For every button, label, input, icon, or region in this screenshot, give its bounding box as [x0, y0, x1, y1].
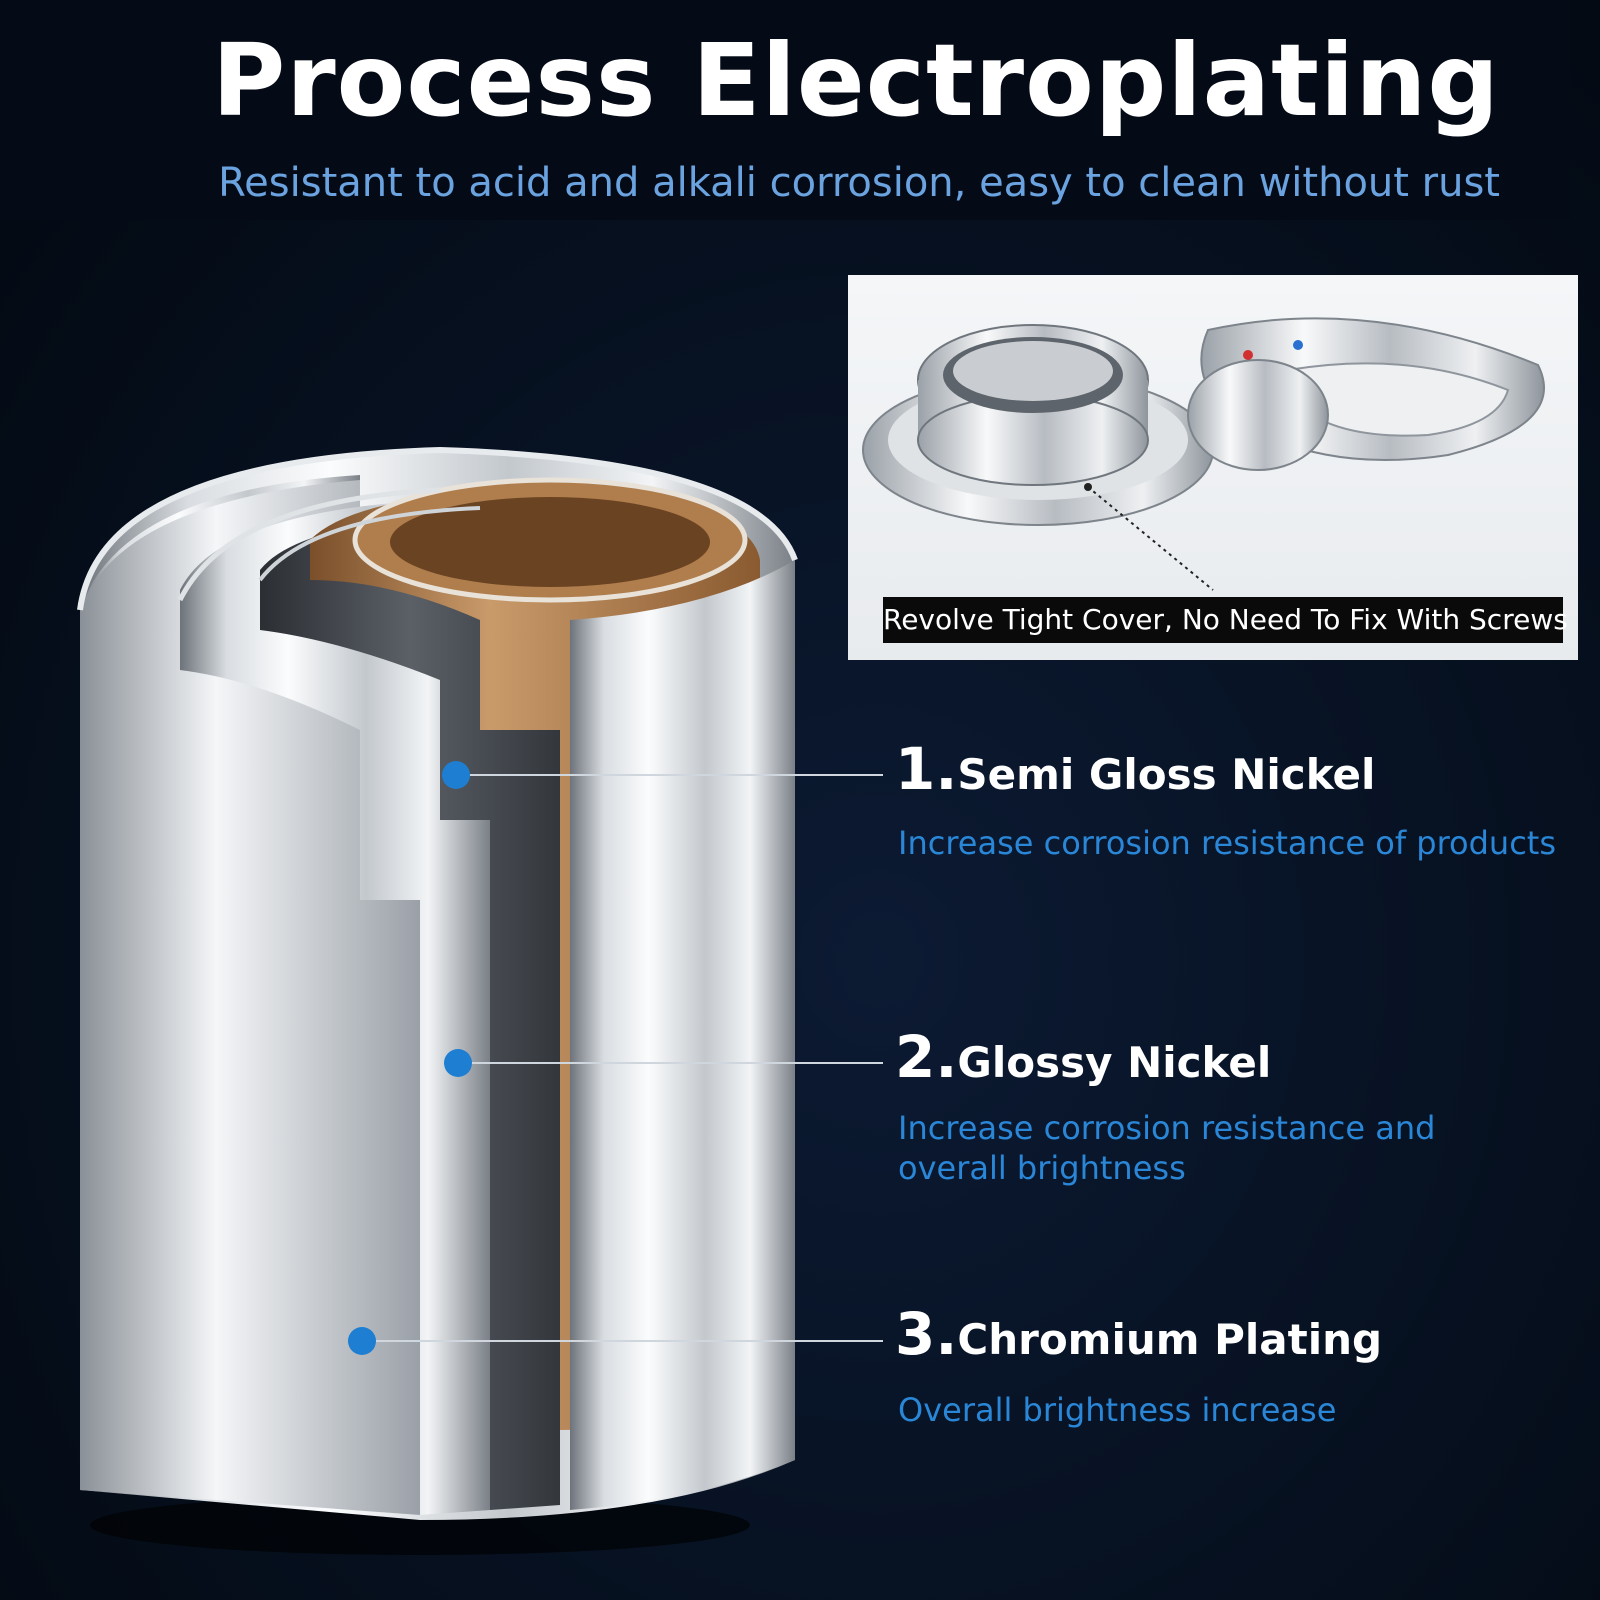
- callout-dot-2: [444, 1049, 472, 1077]
- layer-1-heading: 1.Semi Gloss Nickel: [895, 735, 1375, 803]
- layer-1-description: Increase corrosion resistance of product…: [898, 824, 1557, 862]
- plating-layers-cylinder-illustration: [77, 446, 798, 1555]
- layer-2-heading: 2.Glossy Nickel: [895, 1023, 1271, 1091]
- layer-1-number: 1.: [895, 735, 958, 803]
- layer-2-description-line1: Increase corrosion resistance and: [898, 1109, 1436, 1147]
- layer-1-name: Semi Gloss Nickel: [957, 750, 1376, 799]
- inset-caption: Revolve Tight Cover, No Need To Fix With…: [883, 597, 1568, 643]
- chrome-faucet-cover-illustration: [862, 317, 1545, 591]
- product-inset-photo: Revolve Tight Cover, No Need To Fix With…: [848, 275, 1578, 660]
- header-band: Process Electroplating Resistant to acid…: [0, 0, 1570, 220]
- layer-2-name: Glossy Nickel: [957, 1038, 1272, 1087]
- layer-2-number: 2.: [895, 1023, 958, 1091]
- layer-3-description: Overall brightness increase: [898, 1391, 1337, 1429]
- callout-dot-3: [348, 1327, 376, 1355]
- page-subtitle: Resistant to acid and alkali corrosion, …: [218, 160, 1500, 206]
- layer-3-heading: 3.Chromium Plating: [895, 1300, 1382, 1368]
- layer-2-description-line2: overall brightness: [898, 1149, 1186, 1187]
- layer-3-name: Chromium Plating: [957, 1315, 1383, 1364]
- page-title: Process Electroplating: [212, 22, 1500, 139]
- layer-3-number: 3.: [895, 1300, 958, 1368]
- callout-dot-1: [442, 761, 470, 789]
